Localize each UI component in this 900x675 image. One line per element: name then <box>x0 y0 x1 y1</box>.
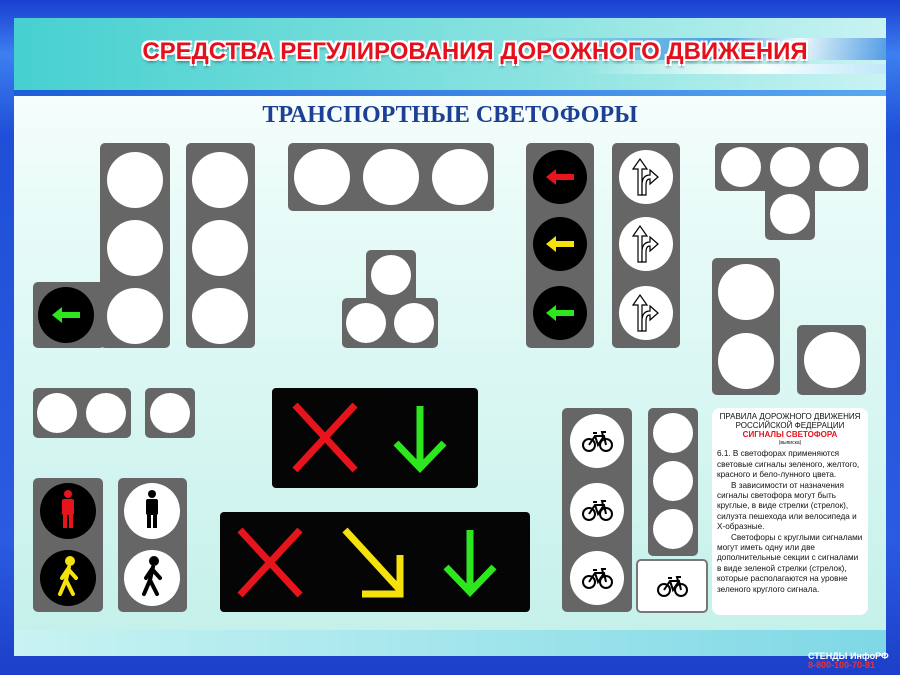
lane-signal-panel-large <box>220 512 530 612</box>
rules-note: (выписка) <box>778 440 802 447</box>
bicycle-light <box>562 408 632 612</box>
lane-signal-panel-small <box>272 388 478 488</box>
pedestrian-light-white <box>118 478 187 612</box>
pedestrian-walking-icon <box>58 556 78 596</box>
poster-subtitle: ТРАНСПОРТНЫЕ СВЕТОФОРЫ <box>262 102 638 128</box>
traffic-light-triangle <box>342 250 438 348</box>
rules-paragraph: В зависимости от назначения сигналы свет… <box>717 480 857 532</box>
traffic-light-with-left-section <box>33 143 170 348</box>
rules-heading-line2: РОССИЙСКОЙ ФЕДЕРАЦИИ <box>735 421 845 430</box>
header-band <box>14 18 886 92</box>
brand-logo: СТЕНДЫ ИнфоРФ 8-800-100-70-81 <box>808 652 889 670</box>
poster-title: СРЕДСТВА РЕГУЛИРОВАНИЯ ДОРОЖНОГО ДВИЖЕНИ… <box>142 38 808 65</box>
rules-section-title: СИГНАЛЫ СВЕТОФОРА <box>742 430 838 439</box>
arrow-down-icon <box>393 406 447 474</box>
cross-signal-icon <box>292 402 358 473</box>
pedestrian-standing-icon <box>62 490 74 528</box>
pedestrian-walking-icon <box>142 556 162 596</box>
brand-name: СТЕНДЫ ИнфоРФ <box>808 651 889 661</box>
pedestrian-standing-icon <box>146 490 158 528</box>
traffic-light-small-pair <box>33 388 195 438</box>
traffic-rules-excerpt: ПРАВИЛА ДОРОЖНОГО ДВИЖЕНИЯ РОССИЙСКОЙ ФЕ… <box>712 408 868 615</box>
brand-phone: 8-800-100-70-81 <box>808 660 876 670</box>
traffic-light-narrow <box>636 408 708 613</box>
arrow-diagonal-icon <box>342 527 404 598</box>
traffic-light-vertical <box>186 143 255 348</box>
traffic-light-t-shape <box>715 143 868 240</box>
traffic-light-two-plus-one <box>712 258 866 395</box>
header-divider <box>14 90 886 96</box>
rules-heading-line1: ПРАВИЛА ДОРОЖНОГО ДВИЖЕНИЯ <box>719 412 861 421</box>
bottom-band <box>14 630 886 656</box>
traffic-light-direction-arrows <box>612 143 680 348</box>
cross-signal-icon <box>237 527 303 598</box>
traffic-light-horizontal <box>288 143 494 211</box>
pedestrian-light-dark <box>33 478 103 612</box>
arrow-down-icon <box>443 530 497 598</box>
header-swoosh <box>526 38 886 60</box>
rules-paragraph: 6.1. В светофорах применяются световые с… <box>717 449 860 480</box>
header-swoosh <box>586 64 886 74</box>
traffic-light-arrows <box>526 143 594 348</box>
rules-paragraph: Светофоры с круглыми сигналами могут име… <box>717 532 863 594</box>
